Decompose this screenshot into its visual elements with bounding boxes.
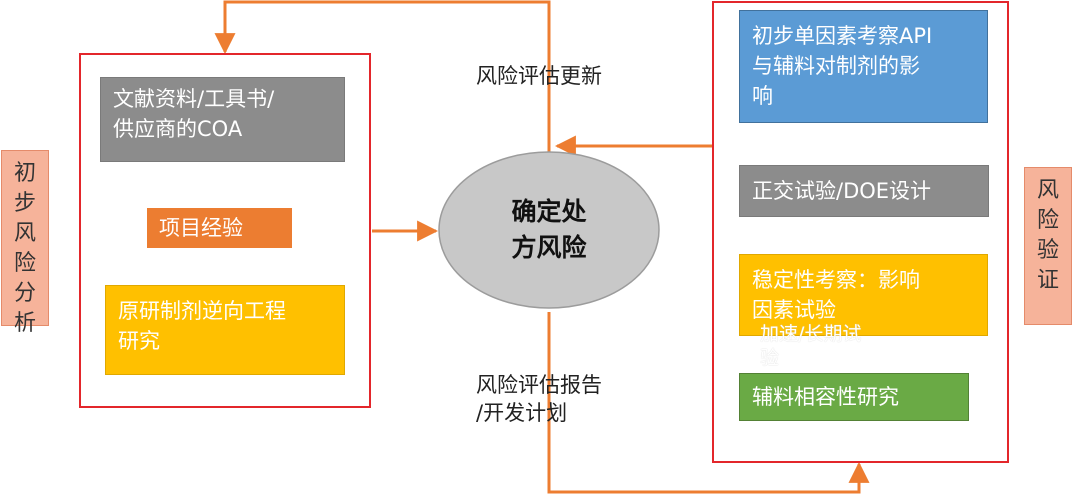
analysis-frame	[79, 53, 371, 408]
label-risk-update: 风险评估更新	[476, 64, 602, 88]
compatibility-box: 辅料相容性研究	[739, 373, 969, 421]
verification-frame	[712, 1, 1009, 463]
stability-overflow-text: 加速/长期试 验	[760, 323, 862, 369]
side-label-preliminary-analysis: 初 步 风 险 分 析	[1, 150, 49, 336]
center-ellipse	[438, 151, 660, 309]
literature-box: 文献资料/工具书/ 供应商的COA	[100, 77, 345, 162]
center-title: 确定处 方风险	[511, 197, 587, 262]
stability-box: 稳定性考察：影响 因素试验	[739, 254, 988, 336]
arrow-update-to-analysis	[214, 0, 551, 152]
experience-box: 项目经验	[147, 208, 292, 248]
reverse-engineering-box: 原研制剂逆向工程 研究	[105, 285, 345, 375]
label-risk-report: 风险评估报告 /开发计划	[476, 373, 602, 425]
single-factor-box: 初步单因素考察API 与辅料对制剂的影 响	[739, 10, 988, 123]
doe-box: 正交试验/DOE设计	[739, 165, 989, 217]
arrow-center-to-verification	[547, 312, 870, 494]
side-label-risk-verification: 风 险 验 证	[1024, 167, 1072, 325]
